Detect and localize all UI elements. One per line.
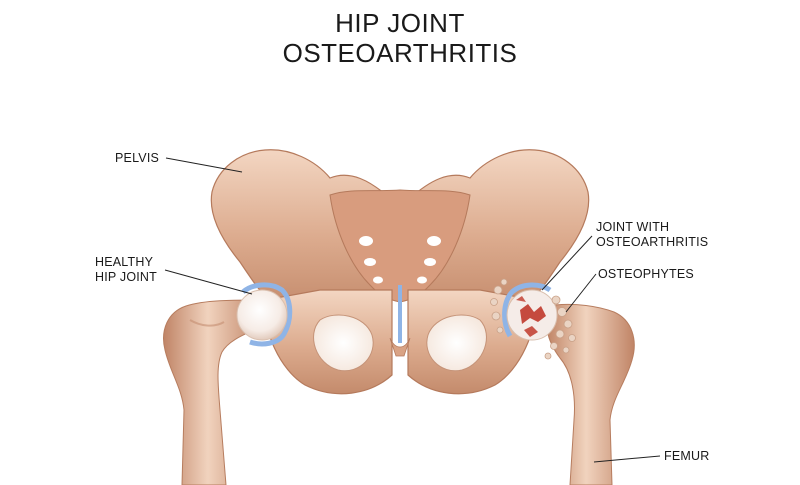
label-joint-with-osteoarthritis: JOINT WITH OSTEOARTHRITIS [596, 220, 708, 250]
femur-leader [593, 455, 661, 463]
title-line-1: HIP JOINT [335, 8, 465, 38]
label-femur-text: FEMUR [664, 449, 710, 463]
osteophytes-leader [565, 273, 597, 313]
label-osteophytes-text: OSTEOPHYTES [598, 267, 694, 281]
label-joint-oa-line-2: OSTEOARTHRITIS [596, 235, 709, 249]
label-femur: FEMUR [664, 449, 709, 464]
label-healthy-line-1: HEALTHY [95, 255, 154, 269]
label-pelvis: PELVIS [115, 151, 159, 166]
label-osteophytes: OSTEOPHYTES [598, 267, 694, 282]
healthy-hip-joint [236, 282, 293, 347]
leader-lines [164, 157, 661, 463]
label-healthy-line-2: HIP JOINT [95, 270, 157, 284]
label-healthy-hip-joint: HEALTHY HIP JOINT [95, 255, 157, 285]
pelvis-bone [210, 149, 590, 395]
osteophyte-bumps [490, 278, 576, 360]
title-line-2: OSTEOARTHRITIS [282, 38, 518, 68]
label-joint-oa-line-1: JOINT WITH [596, 220, 670, 234]
joint-oa-leader [541, 235, 593, 291]
healthy-joint-leader [164, 269, 253, 295]
pelvis-leader [165, 157, 243, 173]
left-femur [163, 299, 263, 485]
label-pelvis-text: PELVIS [115, 151, 160, 165]
osteoarthritic-hip-joint [490, 278, 576, 360]
